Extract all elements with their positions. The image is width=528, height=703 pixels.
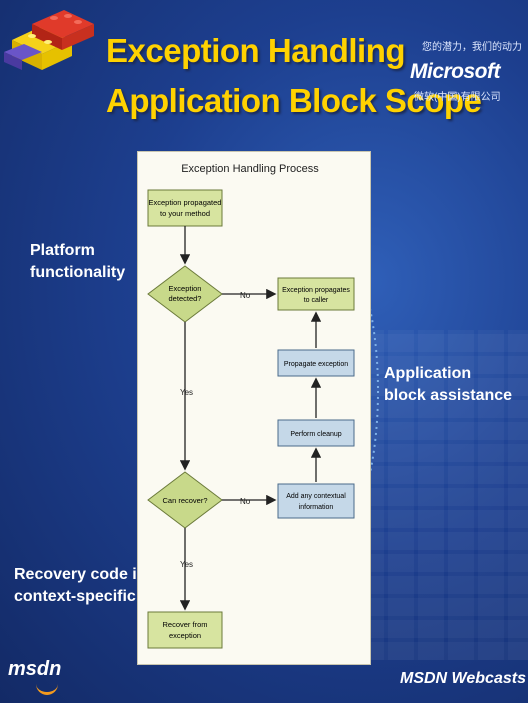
microsoft-tagline: 您的潜力，我们的动力 — [422, 42, 522, 53]
msdn-logo: msdn — [8, 658, 62, 680]
add-info-line-2: information — [299, 504, 334, 511]
perform-cleanup-text: Perform cleanup — [290, 431, 341, 438]
propagates-line-2: to caller — [304, 297, 329, 304]
application-block-assistance-label: Application block assistance — [384, 365, 513, 404]
propagates-line-1: Exception propagates — [282, 287, 350, 294]
page-title: Exception Handling Application Block Sco… — [106, 26, 482, 126]
detected-line-1: Exception — [169, 284, 202, 293]
platform-functionality-label: Platform functionality — [30, 242, 126, 281]
recover-box — [147, 611, 223, 649]
start-line-2: to your method — [160, 209, 210, 218]
blocks-logo-icon — [4, 10, 94, 70]
microsoft-logo: Microsoft — [410, 60, 501, 83]
recover-line-1: Recover from — [162, 620, 207, 629]
msdn-swoosh-icon — [36, 678, 58, 695]
propagates-caller-box — [277, 277, 355, 311]
can-recover-text: Can recover? — [162, 496, 207, 505]
msdn-webcasts-label: MSDN Webcasts — [400, 670, 526, 687]
no-label-2: No — [240, 497, 251, 506]
propagate-exception-box — [277, 349, 355, 377]
recover-line-2: exception — [169, 631, 201, 640]
title-line-2: Application Block Scope — [106, 82, 482, 119]
yes-label-1: Yes — [180, 388, 193, 397]
start-line-1: Exception propagated — [149, 198, 222, 207]
microsoft-subtitle: 微软(中国)有限公司 — [414, 92, 501, 103]
yes-label-2: Yes — [180, 560, 193, 569]
no-label-1: No — [240, 291, 251, 300]
diagram-title: Exception Handling Process — [181, 163, 319, 175]
add-info-box — [277, 483, 355, 519]
perform-cleanup-box — [277, 419, 355, 447]
add-info-line-1: Add any contextual — [286, 493, 346, 500]
exception-handling-diagram: Exception Handling Process Exception pro… — [137, 151, 371, 665]
detected-line-2: detected? — [169, 294, 202, 303]
propagate-exception-text: Propagate exception — [284, 361, 348, 368]
recovery-code-label: Recovery code is context-specific — [14, 566, 146, 605]
start-box — [147, 189, 223, 227]
title-line-1: Exception Handling — [106, 32, 406, 69]
